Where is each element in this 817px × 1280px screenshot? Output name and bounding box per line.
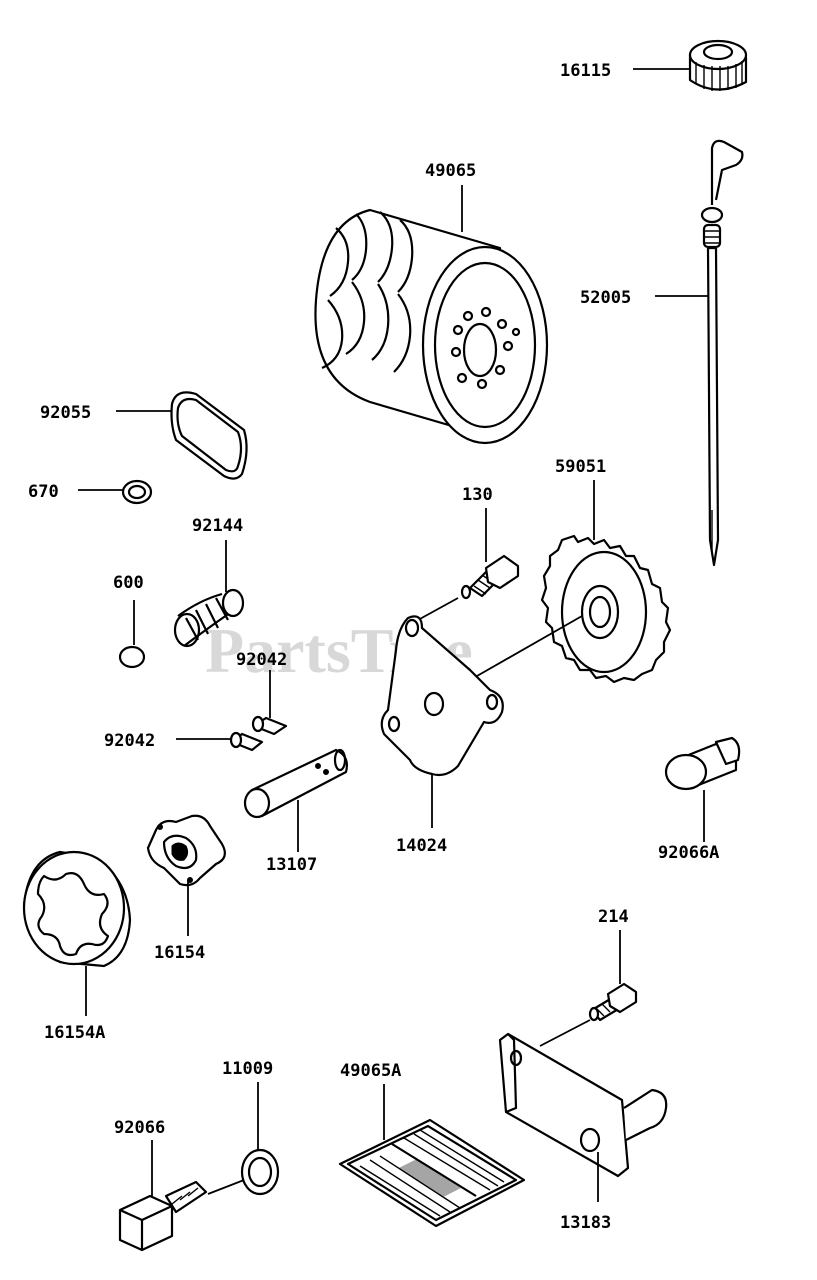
- oil-cap-part[interactable]: [688, 39, 748, 91]
- label-59051: 59051: [555, 457, 606, 477]
- oil-filter-part[interactable]: [314, 208, 549, 445]
- label-16115: 16115: [560, 61, 611, 81]
- dipstick-part[interactable]: [700, 139, 744, 567]
- pump-plate-part[interactable]: [380, 615, 504, 777]
- label-92066a: 92066A: [658, 843, 719, 863]
- label-14024: 14024: [396, 836, 447, 856]
- label-11009: 11009: [222, 1059, 273, 1079]
- outer-rotor-part[interactable]: [22, 850, 132, 968]
- label-13183: 13183: [560, 1213, 611, 1233]
- square-gasket-part[interactable]: [170, 391, 248, 480]
- shaft-part[interactable]: [243, 748, 348, 819]
- cover-plate-part[interactable]: [498, 1032, 668, 1178]
- label-130: 130: [462, 485, 493, 505]
- o-ring-part[interactable]: [121, 479, 153, 505]
- spring-part[interactable]: [173, 588, 245, 648]
- drain-plug-part[interactable]: [118, 1180, 208, 1252]
- plug-92066a-part[interactable]: [664, 736, 741, 791]
- oil-screen-part[interactable]: [338, 1118, 526, 1228]
- pin-upper-part[interactable]: [251, 715, 288, 736]
- label-16154a: 16154A: [44, 1023, 105, 1043]
- label-92055: 92055: [40, 403, 91, 423]
- gear-part[interactable]: [540, 534, 672, 684]
- label-92042-upper: 92042: [236, 650, 287, 670]
- label-16154: 16154: [154, 943, 205, 963]
- bolt-130-part[interactable]: [460, 554, 520, 600]
- label-600: 600: [113, 573, 144, 593]
- label-92066: 92066: [114, 1118, 165, 1138]
- label-52005: 52005: [580, 288, 631, 308]
- label-13107: 13107: [266, 855, 317, 875]
- label-92042-left: 92042: [104, 731, 155, 751]
- bolt-214-part[interactable]: [588, 982, 638, 1022]
- pin-left-part[interactable]: [229, 731, 264, 752]
- label-49065a: 49065A: [340, 1061, 401, 1081]
- check-ball-part[interactable]: [118, 645, 146, 669]
- label-214: 214: [598, 907, 629, 927]
- label-49065: 49065: [425, 161, 476, 181]
- label-92144: 92144: [192, 516, 243, 536]
- washer-part[interactable]: [240, 1148, 280, 1196]
- inner-rotor-part[interactable]: [146, 814, 227, 887]
- label-670: 670: [28, 482, 59, 502]
